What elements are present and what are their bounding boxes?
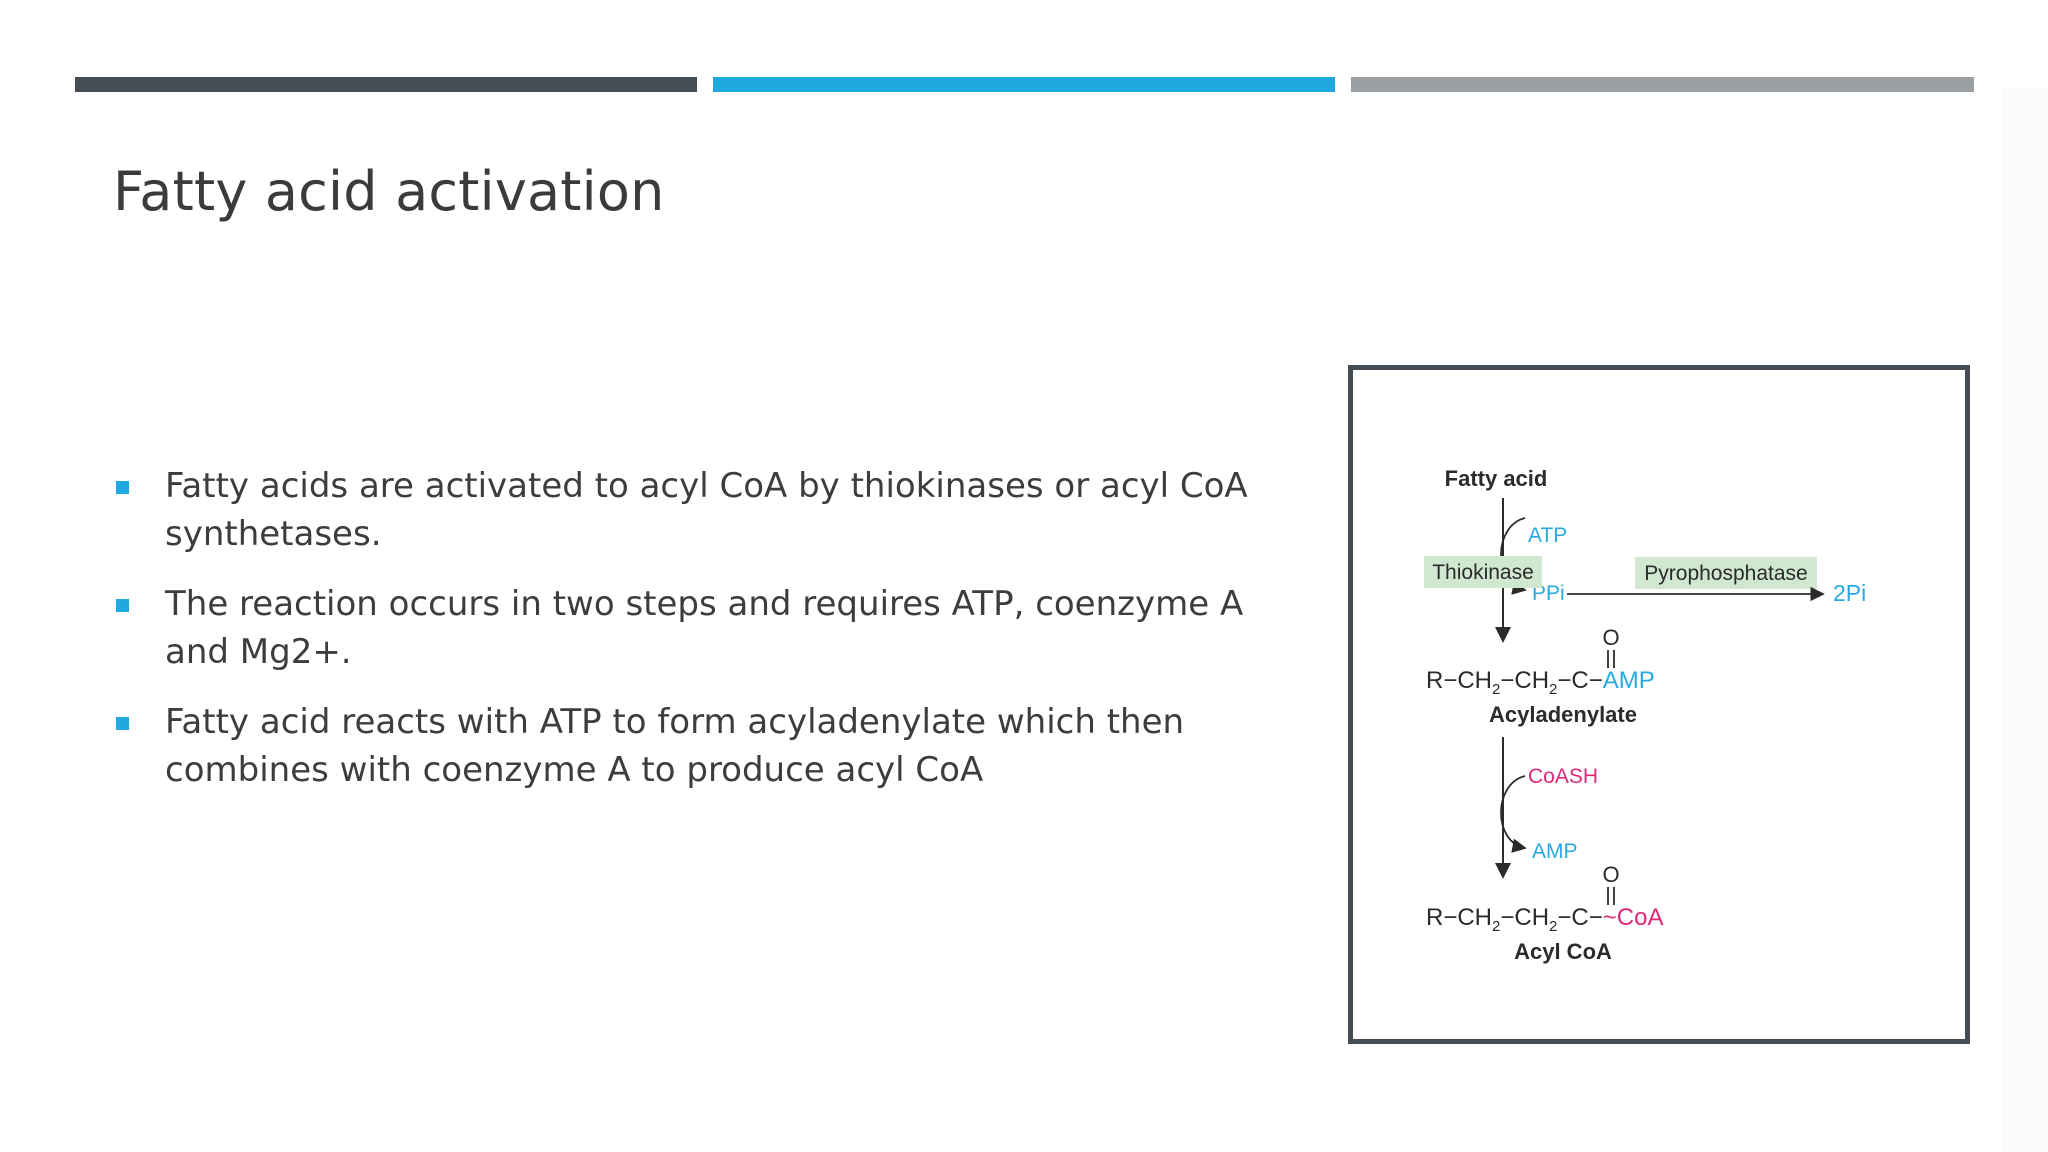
bullet-item: Fatty acids are activated to acyl CoA by… bbox=[113, 462, 1263, 558]
thiokinase-label: Thiokinase bbox=[1432, 561, 1534, 584]
formula-subscript: 2 bbox=[1549, 681, 1557, 698]
coa-group: CoA bbox=[1617, 904, 1664, 931]
formula-chain: R−CH bbox=[1426, 904, 1492, 931]
intermediate-name: Acyladenylate bbox=[1489, 702, 1637, 727]
bullet-text: The reaction occurs in two steps and req… bbox=[165, 584, 1244, 672]
header-bar-blue bbox=[713, 77, 1335, 92]
bullet-text: Fatty acid reacts with ATP to form acyla… bbox=[165, 702, 1185, 790]
pi-product-label: 2Pi bbox=[1833, 580, 1866, 606]
formula-subscript: 2 bbox=[1549, 918, 1557, 935]
product-name: Acyl CoA bbox=[1514, 939, 1612, 964]
formula-subscript: 2 bbox=[1492, 681, 1500, 698]
pyrophosphatase-box bbox=[1635, 557, 1817, 589]
header-bar-dark bbox=[75, 77, 697, 92]
carbonyl-oxygen-1: O bbox=[1602, 625, 1619, 650]
amp-group: AMP bbox=[1603, 667, 1655, 694]
formula-carbon: −C− bbox=[1557, 904, 1602, 931]
acyl-coa-formula: R−CH2−CH2−C−~CoA bbox=[1426, 904, 1663, 935]
thiokinase-box bbox=[1424, 556, 1542, 588]
formula-chain: R−CH bbox=[1426, 667, 1492, 694]
reaction-diagram-frame: Fatty acid ATP PPi Thiokinase Pyrophosph… bbox=[1348, 365, 1970, 1044]
carbonyl-oxygen-2: O bbox=[1602, 862, 1619, 887]
formula-carbon: −C− bbox=[1557, 667, 1602, 694]
formula-chain: −CH bbox=[1500, 904, 1549, 931]
coash-label: CoASH bbox=[1528, 765, 1598, 788]
header-bar-gray bbox=[1351, 77, 1974, 92]
square-bullet-icon bbox=[116, 599, 129, 612]
slide-edge-shade bbox=[2002, 88, 2048, 1152]
square-bullet-icon bbox=[116, 717, 129, 730]
reaction-diagram: Fatty acid ATP PPi Thiokinase Pyrophosph… bbox=[1424, 466, 1866, 964]
acyladenylate-formula: R−CH2−CH2−C−AMP bbox=[1426, 667, 1655, 698]
formula-subscript: 2 bbox=[1492, 918, 1500, 935]
atp-label: ATP bbox=[1528, 524, 1567, 547]
thioester-link: ~ bbox=[1603, 904, 1617, 931]
bullet-list: Fatty acids are activated to acyl CoA by… bbox=[113, 462, 1263, 816]
substrate-label: Fatty acid bbox=[1445, 466, 1548, 491]
amp-released-label: AMP bbox=[1532, 840, 1578, 863]
square-bullet-icon bbox=[116, 481, 129, 494]
bullet-item: The reaction occurs in two steps and req… bbox=[113, 580, 1263, 676]
slide-title: Fatty acid activation bbox=[113, 160, 665, 223]
formula-chain: −CH bbox=[1500, 667, 1549, 694]
pyrophosphatase-label: Pyrophosphatase bbox=[1644, 562, 1807, 585]
bullet-item: Fatty acid reacts with ATP to form acyla… bbox=[113, 698, 1263, 794]
coash-side-arrow bbox=[1500, 775, 1527, 853]
bullet-text: Fatty acids are activated to acyl CoA by… bbox=[165, 466, 1248, 554]
